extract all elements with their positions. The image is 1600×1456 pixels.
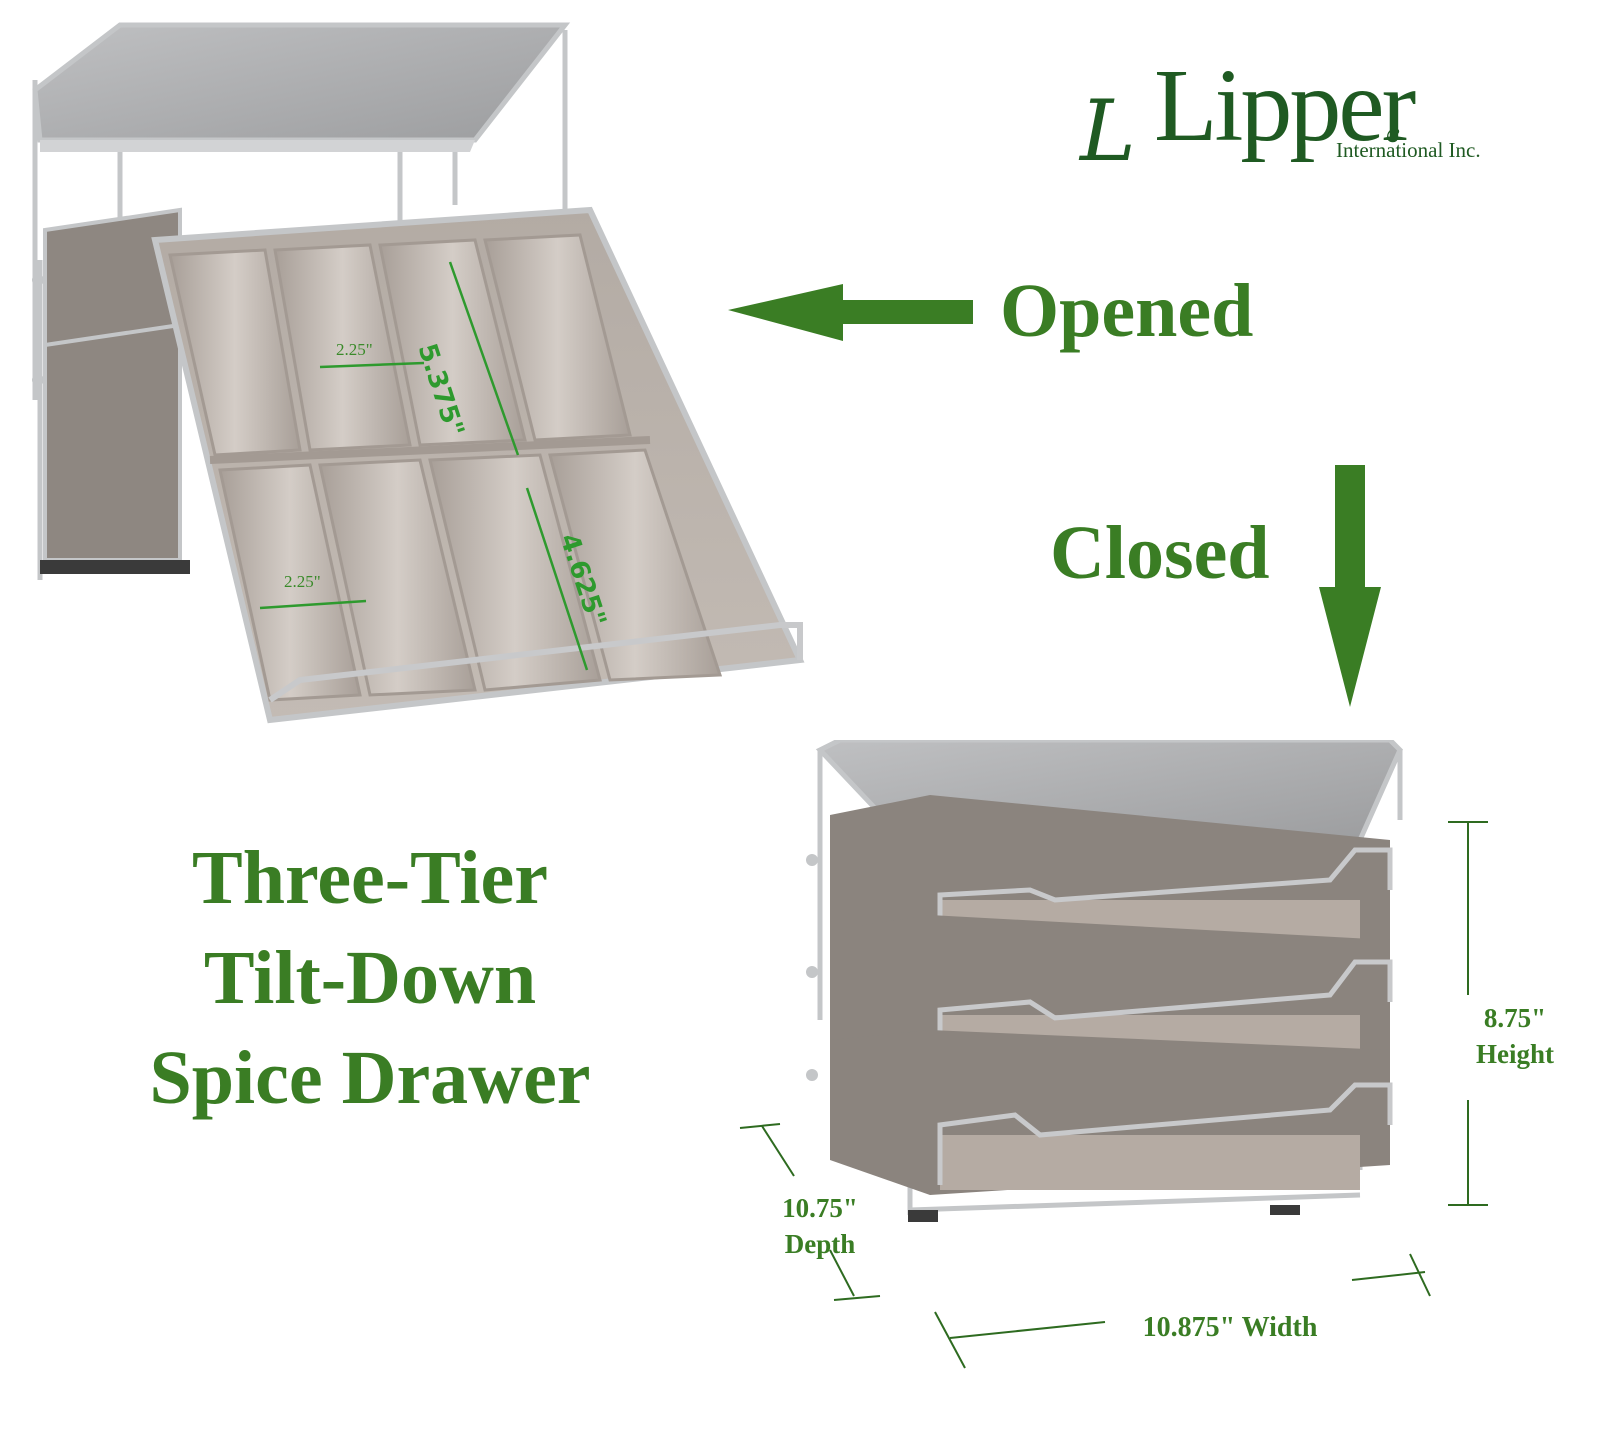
logo-wordmark: Lipper bbox=[1154, 48, 1416, 163]
product-title: Three-Tier Tilt-Down Spice Drawer bbox=[110, 828, 630, 1128]
heart-icon: ɞ bbox=[1386, 116, 1401, 149]
brand-logo: L Lipper ɞ International Inc. bbox=[1080, 48, 1520, 180]
depth-dimension: 10.75" Depth bbox=[755, 1190, 885, 1262]
title-line-3: Spice Drawer bbox=[149, 1036, 591, 1120]
closed-drawer-illustration bbox=[806, 740, 1403, 1222]
height-label: Height bbox=[1476, 1039, 1554, 1069]
opened-drawer-illustration bbox=[32, 22, 805, 724]
height-dimension: 8.75" Height bbox=[1450, 1000, 1580, 1072]
width-dimension: 10.875" Width bbox=[1142, 1312, 1318, 1343]
lower-slot-width-label: 2.25" bbox=[284, 572, 321, 591]
height-value: 8.75" bbox=[1483, 1003, 1547, 1033]
depth-label: Depth bbox=[784, 1229, 856, 1259]
logo-company-suffix: International Inc. bbox=[1336, 138, 1481, 162]
arrow-left-icon bbox=[728, 284, 973, 341]
depth-value: 10.75" bbox=[782, 1193, 858, 1223]
upper-slot-width-label: 2.25" bbox=[336, 340, 373, 359]
logo-script-initial: L bbox=[1080, 82, 1136, 180]
title-line-1: Three-Tier bbox=[192, 836, 548, 920]
title-line-2: Tilt-Down bbox=[203, 936, 537, 1020]
opened-label: Opened bbox=[1000, 269, 1254, 353]
dimension-guides bbox=[739, 821, 1488, 1369]
arrow-down-icon bbox=[1319, 465, 1381, 707]
closed-label: Closed bbox=[1050, 511, 1270, 595]
